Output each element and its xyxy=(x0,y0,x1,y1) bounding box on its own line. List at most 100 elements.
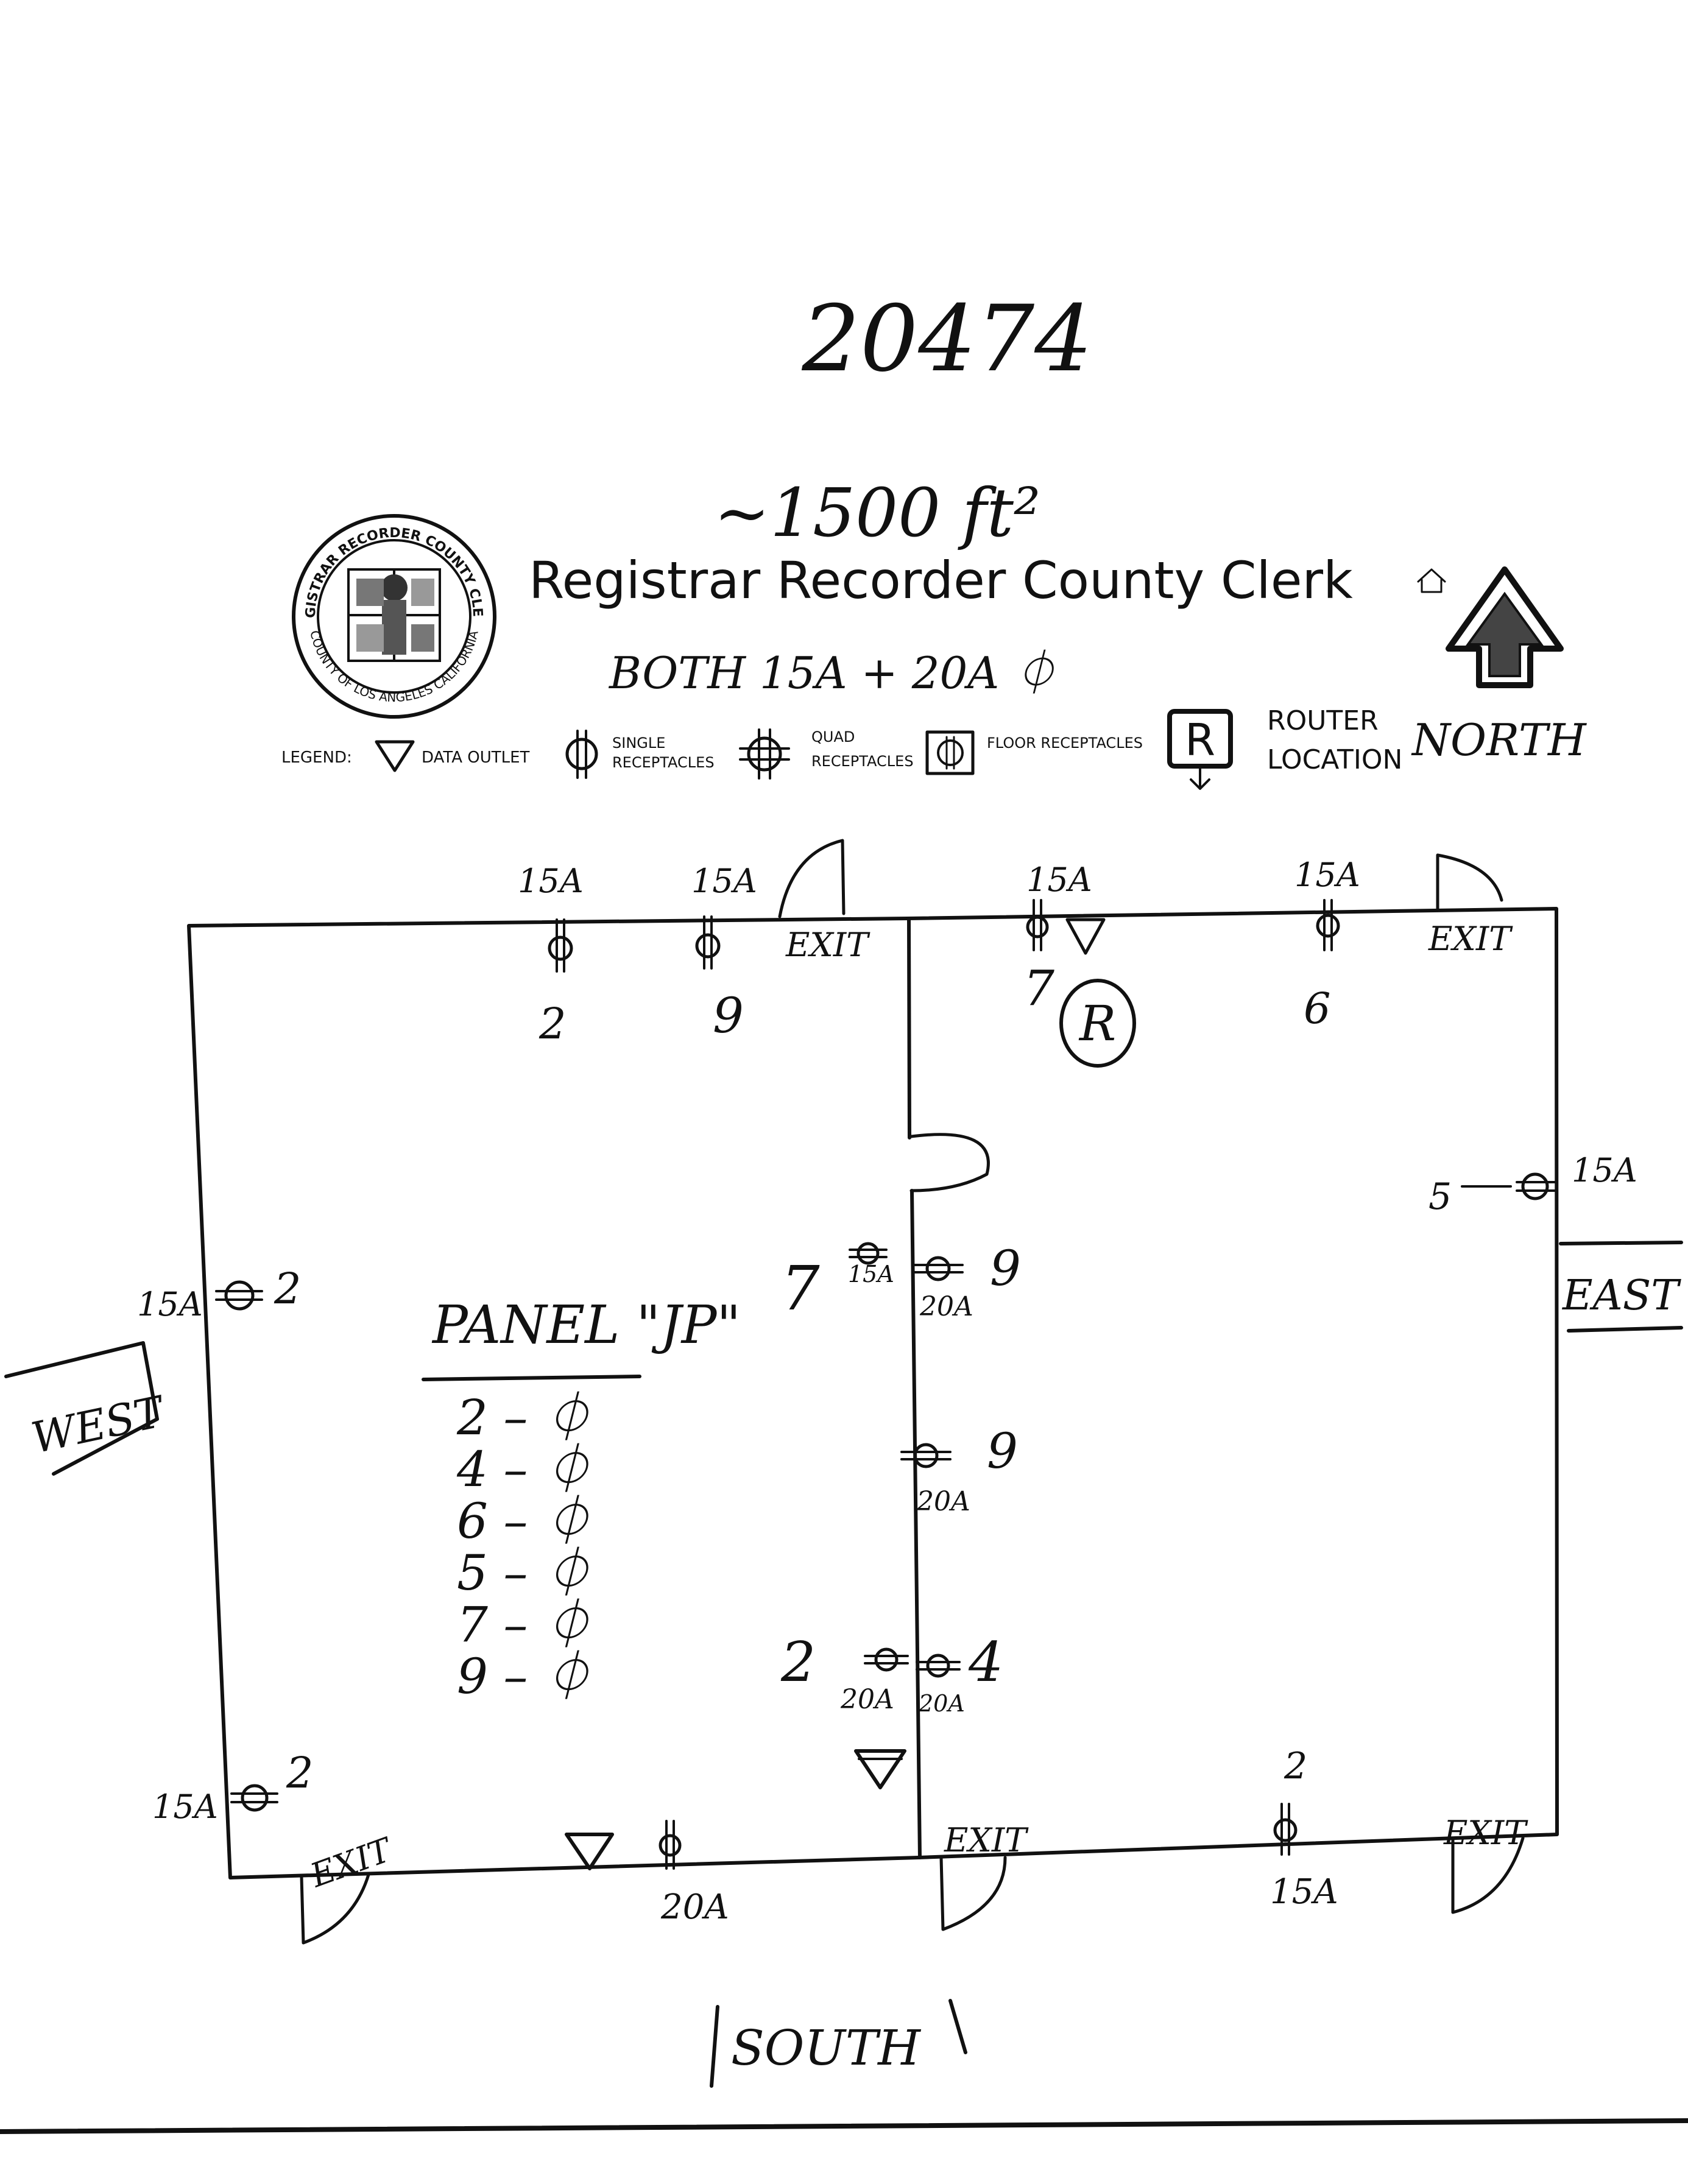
data-outlet-icon xyxy=(854,1749,906,1789)
exit-door: EXIT xyxy=(1428,853,1513,958)
west-receptacle-2: 15A 2 xyxy=(152,1748,314,1826)
data-outlet-icon xyxy=(565,1833,614,1870)
circuit-number: 5 xyxy=(1428,1175,1452,1218)
receptacle-amp-label: 20A xyxy=(660,1887,729,1927)
east-receptacle-1: 5 15A xyxy=(1428,1151,1637,1218)
exit-label: EXIT xyxy=(785,926,870,964)
north-label: NORTH xyxy=(1411,714,1587,766)
receptacle-amp-label: 15A xyxy=(152,1788,218,1826)
panel-schedule: PANEL "JP" 2 – ⏀ 4 – ⏀ 6 – ⏀ 5 – ⏀ 7 – ⏀… xyxy=(422,1295,741,1705)
center-receptacle-2: 20A 9 xyxy=(900,1423,1018,1517)
receptacle-icon xyxy=(215,1280,263,1311)
receptacle-icon xyxy=(913,1256,964,1281)
receptacle-amp-label: 20A xyxy=(919,1291,973,1322)
south-label: SOUTH xyxy=(731,2020,922,2076)
circuit-number: 7 xyxy=(1023,960,1054,1016)
exit-door: EXIT xyxy=(1443,1814,1528,1914)
receptacle-amp-label: 15A xyxy=(1294,856,1360,894)
circuit-number: 2 xyxy=(274,1264,302,1314)
panel-circuit: 2 – ⏀ xyxy=(456,1389,592,1446)
receptacle-note: BOTH 15A + 20A ⏀ xyxy=(608,647,1057,699)
circuit-number: 4 xyxy=(968,1630,1003,1694)
county-seal: REGISTRAR RECORDER COUNTY CLERK COUNTY O… xyxy=(0,0,496,719)
east-label: EAST xyxy=(1561,1272,1681,1320)
legend-floor: FLOOR RECEPTACLES xyxy=(987,734,1143,752)
receptacle-icon xyxy=(864,1647,909,1672)
exit-door: EXIT xyxy=(778,839,870,964)
legend-data-outlet: DATA OUTLET xyxy=(422,749,530,767)
single-receptacle-icon xyxy=(548,918,573,973)
south-label-box: SOUTH xyxy=(710,1999,967,2088)
north-receptacle-3: 15A 7 R xyxy=(1023,861,1136,1068)
area-label: ~1500 ft² xyxy=(714,474,1040,552)
receptacle-icon xyxy=(230,1784,278,1812)
organization-title: Registrar Recorder County Clerk xyxy=(529,551,1353,610)
receptacle-icon xyxy=(1516,1172,1556,1200)
circuit-number: 9 xyxy=(713,987,744,1044)
receptacle-amp-label: 20A xyxy=(840,1684,894,1715)
panel-circuit: 7 – ⏀ xyxy=(457,1596,592,1653)
receptacle-amp-label: 15A xyxy=(1270,1872,1338,1912)
panel-circuit: 9 – ⏀ xyxy=(457,1648,592,1705)
receptacle-amp-label: 15A xyxy=(848,1261,894,1288)
west-receptacle-1: 15A 2 xyxy=(137,1264,302,1323)
circuit-number: 7 xyxy=(781,1253,820,1324)
panel-title: PANEL "JP" xyxy=(431,1295,741,1356)
east-label-box: EAST xyxy=(1559,1241,1683,1333)
exit-label: EXIT xyxy=(1428,920,1513,958)
receptacle-amp-label: 15A xyxy=(137,1285,203,1323)
exit-label: EXIT xyxy=(305,1830,398,1895)
receptacle-icon xyxy=(849,1242,888,1265)
single-receptacle-icon xyxy=(695,915,721,970)
north-arrow-icon xyxy=(1446,566,1564,688)
panel-circuit: 5 – ⏀ xyxy=(457,1545,592,1601)
circuit-number: 2 xyxy=(1284,1745,1307,1788)
south-receptacle-2: 2 15A xyxy=(1270,1745,1338,1912)
circuit-number: 9 xyxy=(990,1240,1021,1297)
receptacle-amp-label: 15A xyxy=(1026,861,1092,899)
legend-single-line2: RECEPTACLES xyxy=(612,754,715,771)
router-legend-letter: R xyxy=(1185,714,1215,766)
receptacle-icon xyxy=(900,1443,952,1468)
legend-quad-line2: RECEPTACLES xyxy=(811,753,914,770)
floor-receptacle-legend-icon xyxy=(925,730,975,775)
data-outlet-legend-icon xyxy=(375,740,415,772)
legend-router-line2: LOCATION xyxy=(1267,744,1402,775)
north-receptacle-2: 15A 9 xyxy=(691,862,757,1044)
receptacle-amp-label: 15A xyxy=(518,862,584,900)
receptacle-amp-label: 20A xyxy=(916,1486,970,1517)
home-icon xyxy=(1417,568,1446,593)
circuit-number: 2 xyxy=(539,999,567,1049)
center-receptacle-1: 7 15A 20A 9 xyxy=(781,1240,1021,1324)
circuit-number: 6 xyxy=(1304,984,1331,1034)
legend-quad-line1: QUAD xyxy=(811,728,855,745)
single-receptacle-icon xyxy=(659,1820,682,1870)
center-receptacle-3: 2 20A 20A 4 xyxy=(780,1630,1003,1717)
panel-circuit: 6 – ⏀ xyxy=(457,1493,592,1549)
receptacle-icon xyxy=(916,1654,961,1678)
north-receptacle-4: 15A 6 xyxy=(1294,856,1360,1034)
exit-label: EXIT xyxy=(1443,1814,1528,1852)
receptacle-amp-label: 15A xyxy=(691,862,757,900)
circuit-number: 2 xyxy=(286,1748,314,1798)
router-legend-icon: R xyxy=(1167,709,1233,790)
circuit-number: 9 xyxy=(987,1423,1018,1479)
legend: LEGEND: DATA OUTLET SINGLE RECEPTACLES Q… xyxy=(281,705,1587,790)
quad-receptacle-legend-icon xyxy=(739,728,790,780)
building-walls xyxy=(187,907,1559,1879)
legend-label: LEGEND: xyxy=(281,749,352,767)
west-label-box: WEST xyxy=(4,1341,170,1476)
site-number: 20474 xyxy=(801,286,1092,392)
panel-circuit: 4 – ⏀ xyxy=(456,1441,592,1498)
exit-label: EXIT xyxy=(944,1821,1029,1859)
single-receptacle-legend-icon xyxy=(565,730,598,779)
data-outlet-icon xyxy=(1065,918,1106,955)
scan-edge-line xyxy=(0,2118,1688,2134)
exit-door: EXIT xyxy=(300,1830,398,1945)
south-receptacle-1: 20A xyxy=(659,1820,729,1927)
north-receptacle-1: 15A 2 xyxy=(518,862,584,1049)
exit-door: EXIT xyxy=(939,1821,1029,1931)
legend-router-line1: ROUTER xyxy=(1267,705,1379,736)
router-letter: R xyxy=(1078,995,1116,1052)
